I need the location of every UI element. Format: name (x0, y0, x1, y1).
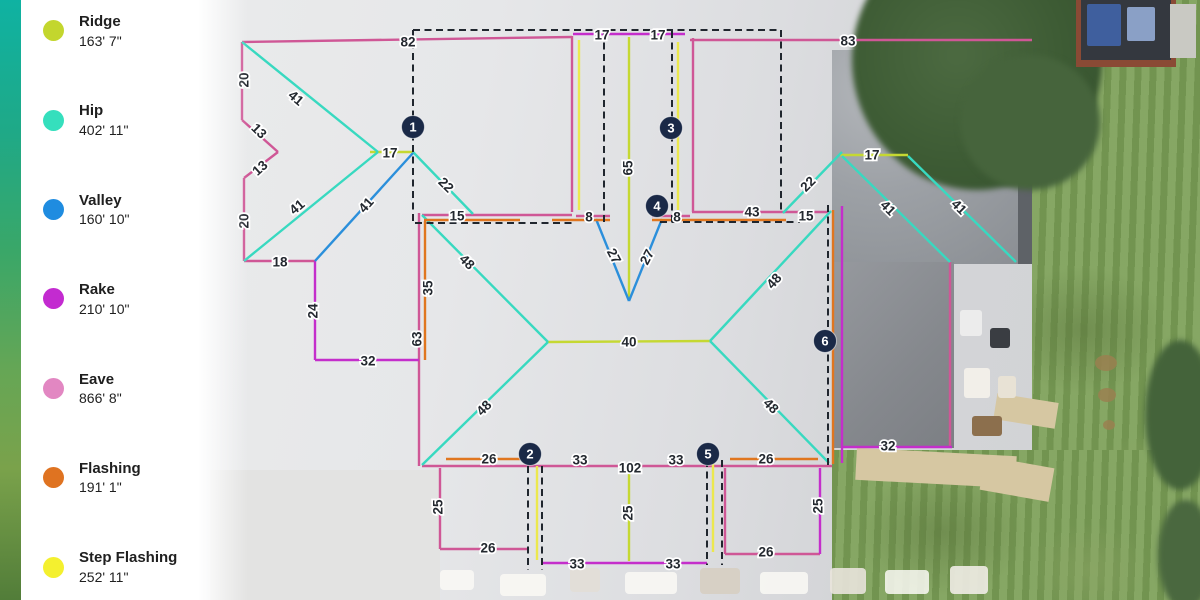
legend-item-label: Ridge (79, 13, 121, 30)
legend-item-label: Flashing (79, 459, 141, 477)
patio (952, 298, 1035, 456)
marker-badge-number: 5 (704, 447, 711, 462)
marker-badge-4[interactable]: 4 (645, 194, 669, 218)
legend-item-label: Eave (79, 370, 115, 388)
lawn-patch (1095, 355, 1117, 371)
legend-item-label: Rake (79, 281, 115, 299)
yard-objects (430, 558, 1030, 600)
legend-item-ridge: Ridge 163' 7" (43, 12, 248, 50)
legend-item-valley: Valley 160' 10" (43, 191, 248, 229)
marker-badge-number: 3 (667, 121, 674, 136)
marker-badge-number: 2 (526, 447, 533, 462)
legend-color-dot (43, 377, 64, 399)
marker-badge-6[interactable]: 6 (813, 329, 837, 353)
lawn-patch (1098, 388, 1116, 402)
legend-color-dot (43, 199, 64, 221)
legend-item-length: 252' 11" (79, 568, 129, 585)
marker-badge-3[interactable]: 3 (659, 116, 683, 140)
shed-pad (1170, 4, 1196, 58)
legend-item-length: 210' 10" (79, 300, 130, 317)
marker-badge-number: 4 (653, 199, 661, 214)
legend-color-dot (43, 20, 64, 42)
lawn-patch (1103, 420, 1115, 430)
blue-tarp (1087, 4, 1121, 46)
blue-tarp (1127, 7, 1155, 41)
legend-item-flashing: Flashing 191' 1" (43, 459, 248, 497)
legend-item-length: 191' 1" (79, 479, 122, 496)
legend-color-dot (43, 556, 64, 578)
driveway (210, 470, 440, 600)
legend-item-length: 402' 11" (79, 121, 129, 138)
marker-badge-2[interactable]: 2 (518, 442, 542, 466)
legend-item-length: 163' 7" (79, 32, 122, 49)
legend-item-length: 160' 10" (79, 211, 130, 228)
legend-item-eave: Eave 866' 8" (43, 370, 248, 408)
legend-color-dot (43, 109, 64, 131)
marker-badge-number: 1 (409, 120, 416, 135)
marker-badge-5[interactable]: 5 (696, 442, 720, 466)
legend-item-label: Step Flashing (79, 549, 178, 567)
marker-badge-number: 6 (821, 334, 828, 349)
legend-item-label: Valley (79, 191, 122, 209)
legend-color-dot (43, 288, 64, 310)
marker-badge-1[interactable]: 1 (401, 115, 425, 139)
brand-gradient-strip (0, 0, 21, 600)
roof-section-dark-lower (832, 262, 954, 448)
legend-color-dot (43, 467, 64, 489)
legend-item-length: 866' 8" (79, 390, 122, 406)
bush (1158, 500, 1200, 600)
bush (1145, 340, 1200, 490)
tree-canopy (960, 55, 1100, 190)
legend-item-label: Hip (79, 102, 104, 120)
shed (1076, 0, 1176, 67)
